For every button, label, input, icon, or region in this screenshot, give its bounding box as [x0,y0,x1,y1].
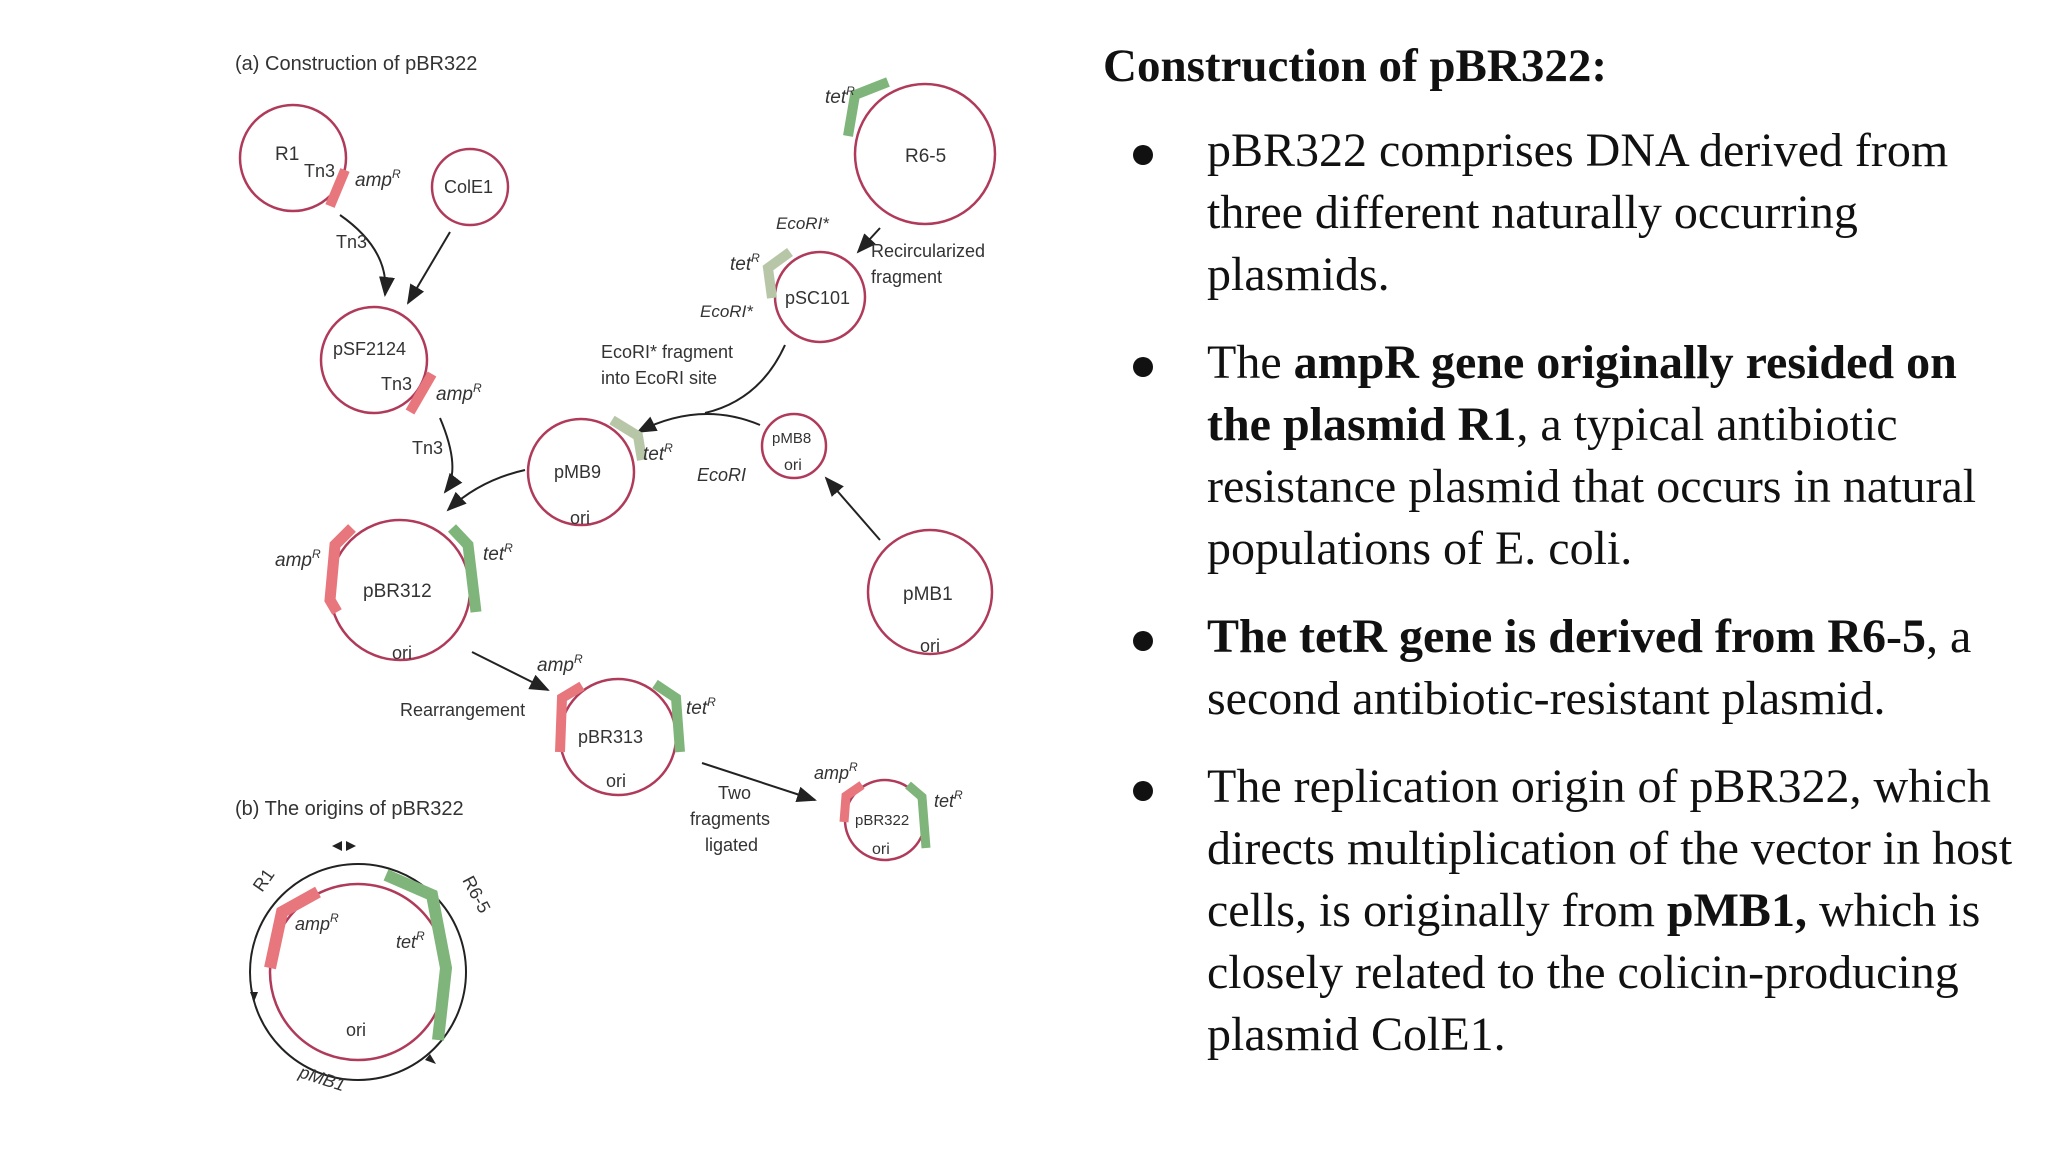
bullet-item-1: pBR322 comprises DNA derived from three … [1103,120,2023,306]
plasmid-pmb8-label: pMB8 [772,430,811,447]
amp-label-pbr322: ampR [814,760,858,783]
amp-label-psf2124: ampR [436,381,482,405]
plasmid-pmb1-label: pMB1 [903,584,953,605]
arrow-psc101-fragment [704,344,786,414]
bullet-item-4: The replication origin of pBR322, which … [1103,756,2023,1066]
arrow-r65-to-psc101 [856,227,881,254]
panel-title: Construction of pBR322: [1103,40,1607,92]
tn3-label-r1: Tn3 [304,161,335,181]
arrow-cole1-to-psf2124 [406,231,451,305]
ecori-label: EcoRI [697,465,746,485]
amp-label-pbr312: ampR [275,547,321,571]
panel-a-title: (a) Construction of pBR322 [235,53,477,75]
bullet-4-pre: The replication origin of pBR322, which … [1207,760,2013,938]
origin-r65-label: R6-5 [458,872,494,916]
plasmid-pmb9: pMB9 ori tetR [526,415,673,528]
tet-label-r65: tetR [825,84,855,108]
bullet-item-3: The tetR gene is derived from R6-5, a se… [1103,606,2023,730]
plasmid-pbr322-label: pBR322 [855,812,909,829]
bullet-2-pre: The [1207,336,1294,390]
plasmid-pbr322: pBR322 ori ampR tetR [814,760,963,862]
origins-diagram: ampR tetR ori R1 R6-5 pMB1 [249,841,494,1095]
bullet-4-post: which is closely related to the colicin-… [1207,884,1981,1062]
tet-label-pbr312: tetR [483,541,513,565]
ori-label-origins: ori [346,1020,366,1040]
plasmid-cole1-label: ColE1 [444,177,493,197]
tn3-label-arrow-2: Tn3 [412,438,443,458]
pbr322-construction-diagram: (a) Construction of pBR322 (b) The origi… [235,53,997,1095]
plasmid-psf2124-label: pSF2124 [333,339,406,359]
arrow-into-pmb9 [636,413,761,433]
bullet-dot-icon [1133,781,1153,802]
tet-label-pbr313: tetR [686,695,716,719]
plasmid-pmb1: pMB1 ori [866,528,994,656]
bullet-dot-icon [1133,145,1153,166]
ori-label-pmb1: ori [920,636,940,656]
ori-label-pmb9: ori [570,508,590,528]
recircularized-label-2: fragment [871,267,942,287]
origin-pmb1-label: pMB1 [296,1061,348,1095]
bullet-3-post: , a second antibiotic-resistant plasmid. [1207,610,1972,726]
plasmid-psc101-label: pSC101 [785,288,850,308]
fragments-label: fragments [690,809,770,829]
plasmid-r65: R6-5 tetR [825,77,997,226]
ecori-star-label-top: EcoRI* [776,214,830,233]
ori-label-pbr313: ori [606,771,626,791]
plasmid-psc101: pSC101 EcoRI* tetR EcoRI* [700,214,867,344]
bullet-item-2: The ampR gene originally resided on the … [1103,332,2023,580]
two-label: Two [718,783,751,803]
arrow-psf2124-to-pbr312 [439,417,463,494]
ecori-star-label-left: EcoRI* [700,302,754,321]
arrow-rearrangement [471,651,550,691]
recircularized-label-1: Recircularized [871,241,985,261]
arrow-ligation [701,762,817,803]
amp-label-origins: ampR [295,911,339,934]
plasmid-pbr313-label: pBR313 [578,727,643,747]
plasmid-pmb8: pMB8 ori EcoRI [697,412,828,485]
bullet-3-bold: The tetR gene is derived from R6-5 [1207,610,1926,664]
ori-label-pbr322: ori [872,841,890,858]
tet-label-pbr322: tetR [934,788,963,811]
tn3-label-psf2124: Tn3 [381,374,412,394]
ori-label-pmb8: ori [784,457,802,474]
bullet-dot-icon [1133,357,1153,378]
rearrangement-label: Rearrangement [400,700,525,720]
panel-b-title: (b) The origins of pBR322 [235,798,464,820]
arrow-r1-to-psf2124 [339,214,395,297]
tet-label-pmb9: tetR [643,441,673,465]
arrow-pmb9-to-pbr312 [446,469,526,512]
bullet-2-bold: ampR gene originally resided on the plas… [1207,336,1957,452]
tet-label-origins: tetR [396,929,425,952]
tet-label-psc101: tetR [730,251,760,275]
plasmid-pbr312: pBR312 ori ampR tetR [275,518,513,663]
bullet-2-post: , a typical antibiotic resistance plasmi… [1207,398,1977,576]
bullet-list: pBR322 comprises DNA derived from three … [1103,120,2023,1066]
fragment-label-2: into EcoRI site [601,368,717,388]
tn3-label-arrow-1: Tn3 [336,232,367,252]
text-panel: Construction of pBR322: pBR322 comprises… [1103,28,2023,1152]
amp-label-pbr313: ampR [537,652,583,676]
ligated-label: ligated [705,835,758,855]
ori-label-pbr312: ori [392,643,412,663]
bullet-dot-icon [1133,631,1153,652]
origin-r1-label: R1 [249,865,279,895]
arrow-pmb1-to-pmb8 [824,476,881,541]
bullet-4-bold: pMB1, [1666,884,1807,938]
plasmid-psf2124: pSF2124 Tn3 ampR [319,305,482,415]
plasmid-pmb9-label: pMB9 [554,462,601,482]
fragment-label-1: EcoRI* fragment [601,342,733,362]
plasmid-r1: R1 Tn3 ampR [238,103,401,213]
plasmid-r1-label: R1 [275,144,299,165]
plasmid-pbr312-label: pBR312 [363,581,432,602]
plasmid-pbr313: pBR313 ori ampR tetR [537,652,716,797]
plasmid-cole1: ColE1 [430,147,510,227]
plasmid-r65-label: R6-5 [905,146,946,167]
bullet-1-pre: pBR322 comprises DNA derived from three … [1207,124,1949,302]
amp-label-r1: ampR [355,167,401,191]
